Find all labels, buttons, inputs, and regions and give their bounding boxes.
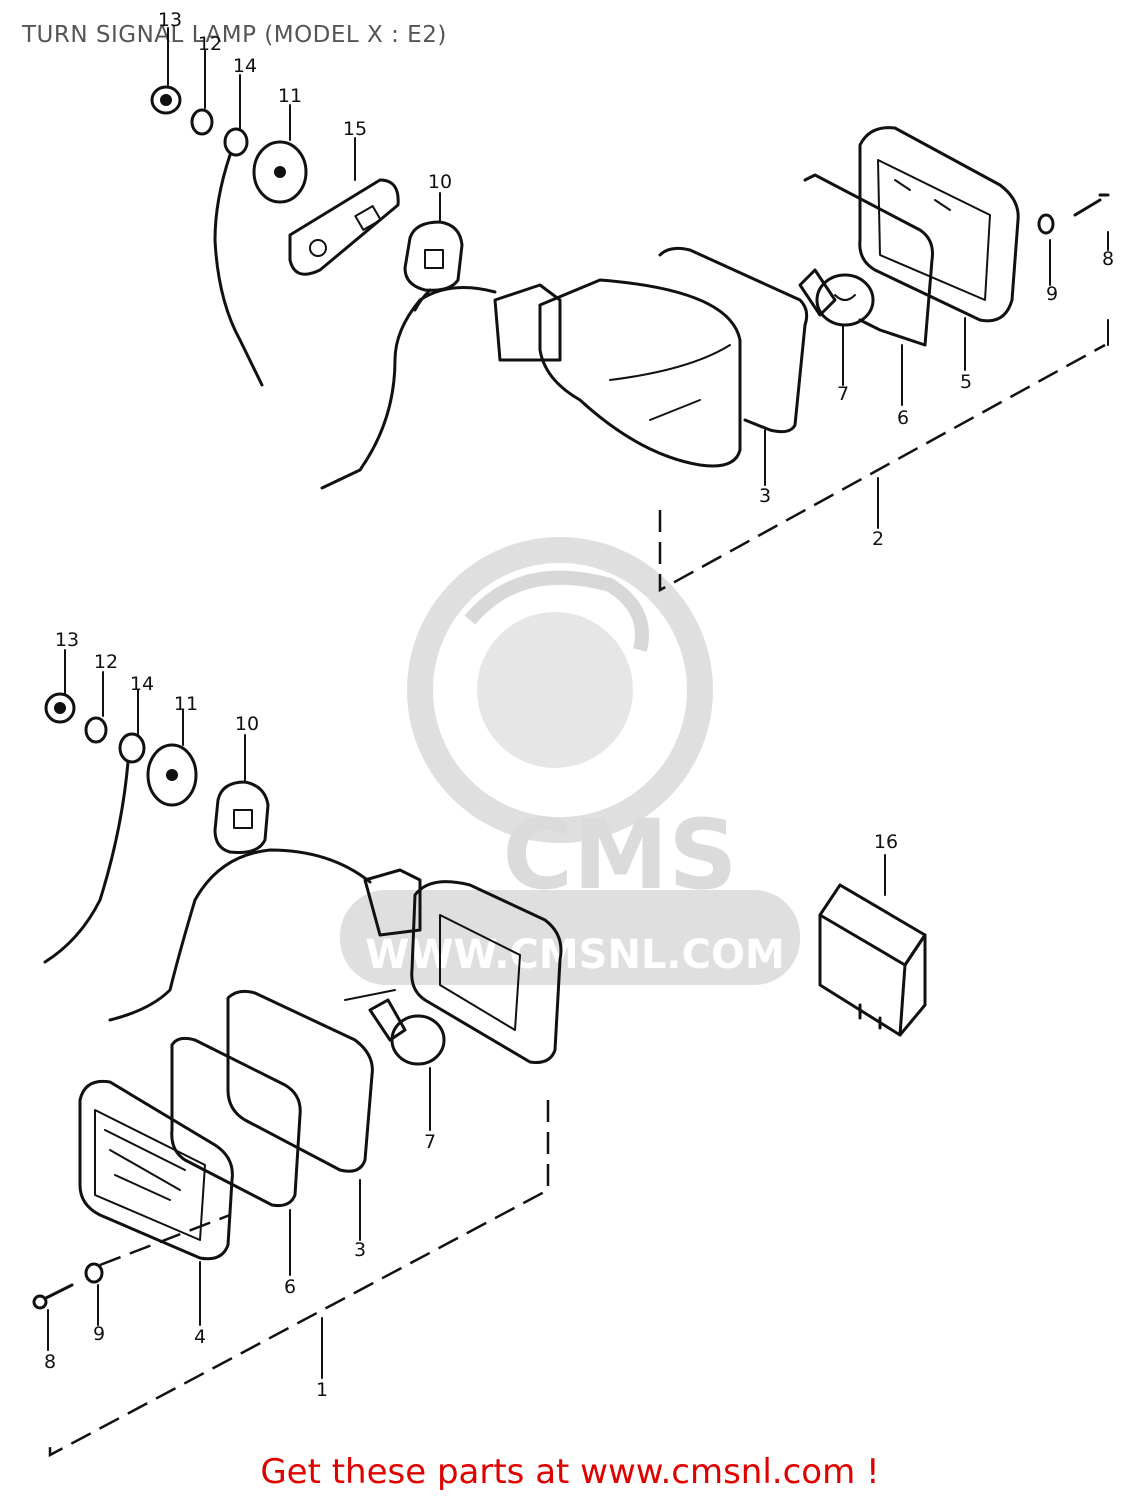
callout-4: 4 (194, 1326, 206, 1348)
callout-13: 13 (55, 629, 79, 651)
lower-turn-signal-assembly (32, 649, 927, 1458)
callout-11: 11 (174, 693, 198, 715)
washer-11-upper (252, 140, 308, 204)
callout-12: 12 (94, 651, 118, 673)
gasket-3-upper (658, 246, 809, 434)
bulb-7-lower (368, 998, 446, 1066)
screw-8-upper (1073, 193, 1110, 217)
callout-12: 12 (198, 33, 222, 55)
callout-11: 11 (278, 85, 302, 107)
bracket-lower-tick (99, 1213, 231, 1267)
screw-8-lower (32, 1283, 74, 1310)
lamp-housing-lower (363, 868, 563, 1064)
plate-15-upper (288, 178, 400, 276)
ground-wire-14-upper (213, 127, 264, 387)
callout-15: 15 (343, 118, 367, 140)
upper-turn-signal-assembly (150, 27, 1110, 593)
flasher-relay-16 (818, 883, 927, 1037)
nut-13-lower (44, 692, 76, 724)
lock-washer-12-lower (84, 716, 108, 744)
footer-link[interactable]: Get these parts at www.cmsnl.com ! (260, 1452, 880, 1492)
socket-10-upper (403, 220, 464, 312)
leader-lines-upper (167, 27, 1109, 529)
leader-lines-lower (47, 649, 886, 1379)
lens-4-lower (78, 1079, 234, 1261)
washer-11-lower (146, 743, 198, 807)
wire-upper (320, 286, 497, 490)
callout-6: 6 (284, 1276, 296, 1298)
callouts-lower: 13 12 14 11 10 16 7 3 6 4 9 8 1 (44, 629, 898, 1401)
callout-3: 3 (759, 485, 771, 507)
page-title: TURN SIGNAL LAMP (MODEL X : E2) (22, 22, 447, 48)
callout-9: 9 (93, 1323, 105, 1345)
cms-watermark: CMS WWW.CMSNL.COM (340, 537, 800, 985)
lens-5-upper (858, 126, 1020, 323)
callout-5: 5 (960, 371, 972, 393)
callout-16: 16 (874, 831, 898, 853)
bulb-7-upper (798, 268, 875, 327)
bracket-lower (48, 1100, 550, 1458)
socket-10-lower (213, 780, 270, 854)
callouts-upper: 13 12 14 11 15 10 8 9 5 7 6 3 2 (158, 9, 1114, 550)
callout-8: 8 (1102, 248, 1114, 270)
callout-10: 10 (235, 713, 259, 735)
gasket-3-lower (226, 989, 374, 1173)
callout-13: 13 (158, 9, 182, 31)
lamp-housing-upper (493, 278, 742, 468)
gasket-6-lower (170, 1036, 302, 1207)
callout-10: 10 (428, 171, 452, 193)
callout-2: 2 (872, 528, 884, 550)
watermark-brand: CMS (502, 799, 737, 911)
watermark-url: WWW.CMSNL.COM (365, 932, 785, 978)
washer-9-upper (1037, 213, 1055, 235)
ground-wire-14-lower (43, 732, 146, 964)
gasket-6-upper (803, 173, 934, 347)
nut-13-upper (150, 85, 182, 115)
callout-1: 1 (316, 1379, 328, 1401)
arrow-lower (344, 989, 396, 1001)
wire-lower (108, 848, 372, 1022)
lock-washer-12-upper (190, 108, 214, 136)
bracket-upper (658, 343, 1106, 593)
callout-3: 3 (354, 1239, 366, 1261)
callout-8: 8 (44, 1351, 56, 1373)
callout-7: 7 (424, 1131, 436, 1153)
washer-9-lower (84, 1262, 104, 1284)
callout-14: 14 (233, 55, 257, 77)
callout-9: 9 (1046, 283, 1058, 305)
callout-14: 14 (130, 673, 154, 695)
callout-6: 6 (897, 407, 909, 429)
callout-7: 7 (837, 383, 849, 405)
